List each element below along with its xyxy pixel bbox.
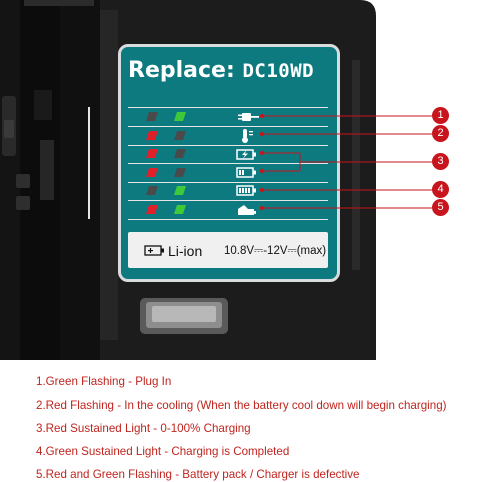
model-text: DC10WD <box>242 60 315 82</box>
indicator-table <box>128 107 328 220</box>
thermometer-icon <box>242 128 253 143</box>
indicator-row-4 <box>128 164 328 183</box>
brand-text: Replace: <box>128 58 235 83</box>
callout-4: 4 <box>432 181 449 198</box>
battery-outline-icon <box>144 245 164 256</box>
note-1: 1.Green Flashing - Plug In <box>36 375 172 388</box>
plug-icon <box>238 113 259 121</box>
red-led-flashing-icon <box>146 130 158 140</box>
red-led-flashing-icon <box>146 204 158 214</box>
green-led-off-icon <box>174 167 186 177</box>
indicator-row-1 <box>128 108 328 127</box>
green-led-on-icon <box>174 186 186 195</box>
battery-type-text: Li-ion <box>168 243 203 259</box>
callout-2: 2 <box>432 125 449 142</box>
charging-battery-icon <box>236 149 256 160</box>
red-led-off-icon <box>146 186 158 195</box>
table-divider <box>88 107 90 219</box>
note-4: 4.Green Sustained Light - Charging is Co… <box>36 445 290 458</box>
battery-label-plate: Li-ion 10.8V⎓-12V⎓(max) <box>128 232 328 268</box>
note-2: 2.Red Flashing - In the cooling (When th… <box>36 399 447 412</box>
green-led-flashing-icon <box>174 112 186 121</box>
callout-5: 5 <box>432 199 449 216</box>
indicator-row-2 <box>128 127 328 146</box>
callout-1: 1 <box>432 107 449 124</box>
battery-half-icon <box>236 166 256 178</box>
battery-full-icon <box>236 185 256 196</box>
indicator-row-3 <box>128 145 328 164</box>
panel-title: Replace: DC10WD <box>128 58 314 83</box>
red-led-off-icon <box>146 112 158 121</box>
green-led-off-icon <box>174 149 186 158</box>
green-led-off-icon <box>174 130 186 140</box>
indicator-row-6 <box>128 201 328 220</box>
voltage-text: 10.8V⎓-12V⎓(max) <box>224 245 327 257</box>
red-led-on-icon <box>146 149 158 158</box>
note-3: 3.Red Sustained Light - 0-100% Charging <box>36 422 251 435</box>
note-5: 5.Red and Green Flashing - Battery pack … <box>36 468 360 481</box>
red-led-on-icon <box>146 167 158 177</box>
green-led-flashing-icon <box>174 204 186 214</box>
callout-3: 3 <box>432 153 449 170</box>
indicator-row-5 <box>128 182 328 201</box>
fault-battery-icon <box>238 204 256 215</box>
